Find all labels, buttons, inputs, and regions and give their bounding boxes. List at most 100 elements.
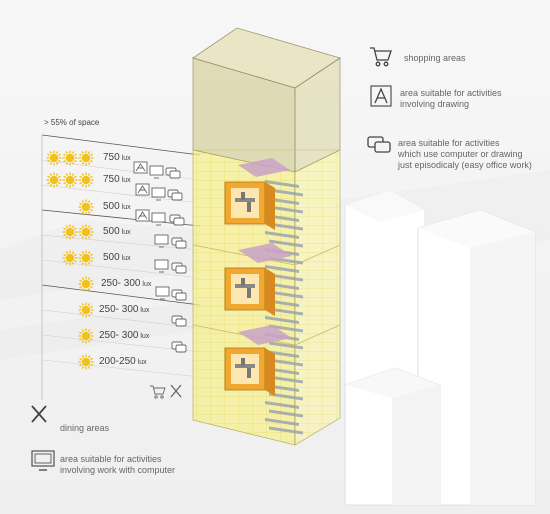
lux-unit: lux (119, 255, 131, 262)
sun-icon (78, 172, 94, 188)
computer-monitor-icon (154, 259, 169, 273)
louver-fin (269, 426, 303, 435)
louver-fin (269, 290, 303, 299)
lux-value: 500 (103, 201, 120, 212)
lux-row-label: 200-250 lux (99, 356, 147, 367)
louver-fin (265, 418, 299, 426)
legend-drawing: area suitable for activities involving d… (400, 88, 502, 110)
lux-table-lines (41, 134, 201, 400)
sun-icon (78, 302, 94, 318)
drafting-compass-icon (370, 85, 392, 107)
lux-row-label: 750 lux (103, 174, 131, 185)
sun-icon (62, 224, 78, 240)
orange-rooms (224, 181, 275, 396)
louver-fins (265, 180, 303, 435)
speech-bubbles-icon (169, 214, 185, 226)
sun-icon (78, 354, 94, 370)
lux-value: 500 (103, 226, 120, 237)
sun-icon (78, 328, 94, 344)
speech-bubbles-icon (367, 136, 391, 153)
legend-occasional-line3: just episodicaly (easy office work) (398, 160, 532, 170)
lux-row-label: 750 lux (103, 152, 131, 163)
speech-bubbles-icon (171, 289, 187, 301)
lux-unit: lux (138, 333, 150, 340)
computer-monitor-icon (149, 165, 164, 179)
lux-value: 750 (103, 152, 120, 163)
lux-row-label: 500 lux (103, 201, 131, 212)
louver-fin (265, 350, 299, 358)
legend-occasional-line2: which use computer or drawing (398, 149, 523, 159)
fork-knife-icon (170, 384, 182, 398)
sun-icon (46, 150, 62, 166)
sun-icon (62, 172, 78, 188)
sun-icon (62, 150, 78, 166)
computer-monitor-icon (31, 450, 55, 471)
louver-fin (269, 205, 303, 214)
sun-icon (78, 150, 94, 166)
lux-unit: lux (140, 281, 152, 288)
lux-unit: lux (119, 229, 131, 236)
lux-value: 250- 300 (101, 278, 141, 289)
speech-bubbles-icon (171, 262, 187, 274)
neighbor-buildings (344, 189, 536, 506)
lux-unit: lux (135, 359, 147, 366)
drafting-compass-icon (133, 161, 148, 174)
louver-fin (269, 409, 303, 418)
speech-bubbles-icon (171, 341, 187, 353)
computer-monitor-icon (151, 212, 166, 226)
computer-monitor-icon (155, 286, 170, 300)
louver-fin (269, 324, 303, 333)
lux-value: 750 (103, 174, 120, 185)
speech-bubbles-icon (167, 189, 183, 201)
legend-drawing-line1: area suitable for activities (400, 88, 502, 98)
computer-monitor-icon (151, 187, 166, 201)
sun-icon (46, 172, 62, 188)
sun-icon (62, 250, 78, 266)
sun-icon (78, 276, 94, 292)
lux-value: 250- 300 (99, 304, 139, 315)
lux-row-label: 500 lux (103, 252, 131, 263)
lux-value: 200-250 (99, 356, 136, 367)
louver-fin (269, 239, 303, 248)
speech-bubbles-icon (171, 237, 187, 249)
louver-fin (269, 375, 303, 384)
space-header: > 55% of space (44, 118, 100, 127)
sun-icon (78, 224, 94, 240)
legend-shopping: shopping areas (404, 53, 466, 63)
fork-knife-icon (31, 405, 47, 423)
lux-value: 500 (103, 252, 120, 263)
legend-dining: dining areas (60, 423, 110, 433)
drafting-compass-icon (135, 209, 150, 222)
louver-fin (265, 231, 299, 239)
lux-row-label: 250- 300 lux (99, 304, 149, 315)
legend-occasional: area suitable for activities which use c… (398, 138, 532, 171)
louver-fin (269, 307, 303, 316)
lux-row-label: 500 lux (103, 226, 131, 237)
lux-unit: lux (119, 155, 131, 162)
louver-fin (269, 341, 303, 350)
louver-fin (265, 316, 299, 324)
louver-fin (269, 188, 303, 197)
pink-panels (238, 158, 292, 345)
lux-row-label: 250- 300 lux (99, 330, 149, 341)
row-activity-icons (133, 161, 187, 399)
legend-drawing-line2: involving drawing (400, 99, 470, 109)
legend-computer-line2: involving work with computer (60, 465, 176, 475)
legend-occasional-line1: area suitable for activities (398, 138, 500, 148)
drafting-compass-icon (135, 183, 150, 196)
lux-unit: lux (119, 177, 131, 184)
louver-fin (269, 392, 303, 401)
louver-fin (269, 358, 303, 367)
legend-computer-line1: area suitable for activities (60, 454, 162, 464)
louver-fin (265, 180, 299, 188)
lux-unit: lux (138, 307, 150, 314)
lux-row-label: 250- 300 lux (101, 278, 151, 289)
louver-fin (265, 265, 299, 273)
louver-fin (269, 273, 303, 282)
sun-icon (78, 199, 94, 215)
lux-value: 250- 300 (99, 330, 139, 341)
louver-fin (265, 401, 299, 409)
speech-bubbles-icon (165, 167, 181, 179)
legend-icons (31, 47, 392, 471)
